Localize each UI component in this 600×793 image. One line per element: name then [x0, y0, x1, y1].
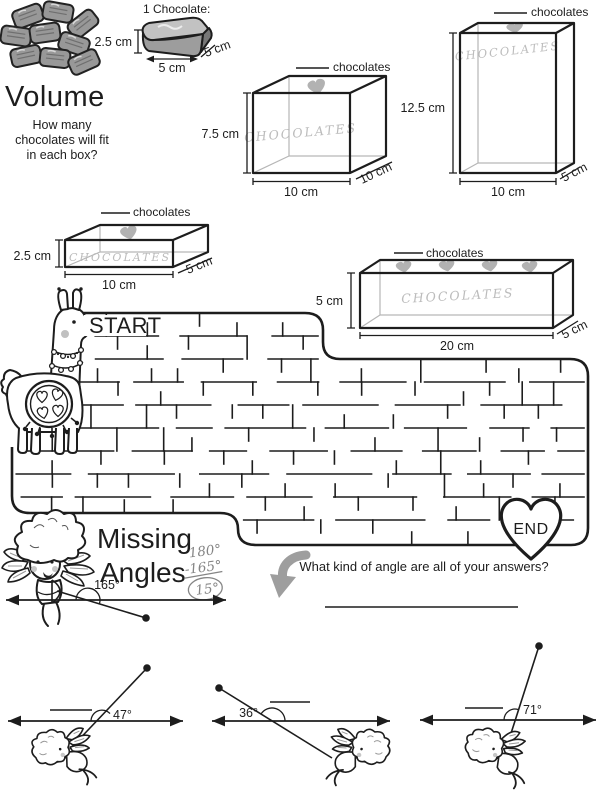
volume-question-line1: How many — [32, 118, 92, 132]
cupid-illustration — [325, 725, 393, 790]
box-brand-script: CHOCOLATES — [454, 39, 561, 64]
box-answer-word: chocolates — [333, 60, 390, 74]
maze-lines — [15, 312, 585, 546]
angles-title-line2: Angles — [100, 557, 186, 588]
angles-question: What kind of angle are all of your answe… — [299, 559, 548, 574]
box-answer-word: chocolates — [426, 246, 483, 260]
angle-problem-2: 36° — [212, 684, 393, 790]
box-figure-tall: chocolates CHOCOLATES 12.5 cm 10 cm 5 cm — [401, 5, 590, 199]
ray-endpoint — [535, 642, 543, 650]
unit-chocolate-figure: 1 Chocolate: 2.5 cm 5 cm 5 cm — [94, 2, 232, 75]
box-brand-script: CHOCOLATES — [69, 251, 171, 264]
maze-outline — [10, 311, 590, 547]
work-minuend: 180° — [188, 542, 222, 562]
cupid-illustration — [1, 509, 95, 627]
cupid-illustration — [29, 724, 98, 791]
volume-section: Volume How many chocolates will fit in e… — [0, 0, 590, 353]
box-depth-label: 5 cm — [184, 254, 214, 277]
angle-arc — [90, 709, 111, 722]
angle-arc — [260, 707, 286, 722]
chocolate-swirl — [157, 24, 183, 30]
maze-end-heart: END — [499, 497, 563, 561]
box-figure-cube: chocolates CHOCOLATES 7.5 cm 10 cm 10 cm — [201, 60, 394, 199]
down-arrow-icon — [270, 550, 311, 598]
ray-endpoint — [215, 684, 223, 692]
maze-end-label: END — [513, 521, 548, 538]
volume-question-line3: in each box? — [27, 148, 98, 162]
start-label-backdrop — [84, 315, 146, 336]
box-brand-script: CHOCOLATES — [244, 120, 358, 145]
box-width-label: 10 cm — [284, 185, 318, 199]
unit-width-label: 5 cm — [158, 61, 185, 75]
box-figure-flat: chocolates CHOCOLATES 2.5 cm 10 cm 5 cm — [13, 205, 214, 292]
box-width-label: 10 cm — [491, 185, 525, 199]
given-angle-label: 47° — [113, 708, 132, 722]
given-angle-label: 36° — [239, 706, 258, 720]
angle-problem-3: 71° — [420, 642, 596, 791]
maze-section: START END — [0, 287, 590, 561]
unit-chocolate-label: 1 Chocolate: — [143, 2, 210, 16]
unit-height-label: 2.5 cm — [94, 35, 132, 49]
volume-question-line2: chocolates will fit — [15, 133, 109, 147]
box-height-label: 2.5 cm — [13, 249, 51, 263]
box-answer-word: chocolates — [531, 5, 588, 19]
chocolate-front-face — [141, 32, 204, 58]
chocolate-pile-illustration — [0, 0, 103, 78]
angle-arc — [503, 708, 519, 721]
given-angle-label: 71° — [523, 703, 542, 717]
box-answer-word: chocolates — [133, 205, 190, 219]
worked-subtraction: 180° -165° 15° — [184, 542, 223, 601]
volume-title: Volume — [5, 81, 105, 113]
box-figure-long: chocolates CHOCOLATES 5 cm 20 cm 5 cm — [316, 246, 590, 353]
work-result: 15° — [195, 580, 221, 599]
llama-illustration — [0, 287, 96, 455]
angle-problem-1: 47° — [8, 664, 183, 791]
box-height-label: 12.5 cm — [401, 101, 445, 115]
maze-start-label: START — [89, 313, 162, 338]
angle-arc — [75, 587, 101, 604]
missing-angles-section: Missing Angles 180° -165° 15° 165° What … — [1, 509, 596, 791]
llama-cheek — [61, 330, 69, 338]
box-height-label: 5 cm — [316, 294, 343, 308]
box-depth-label: 5 cm — [559, 160, 589, 185]
angles-title-line1: Missing — [97, 523, 192, 554]
ray-endpoint — [143, 664, 151, 672]
box-height-label: 7.5 cm — [201, 127, 239, 141]
box-brand-script: CHOCOLATES — [401, 285, 515, 306]
box-depth-label: 10 cm — [357, 160, 394, 187]
example-angle-label: 165° — [94, 578, 120, 592]
box-width-label: 10 cm — [102, 278, 136, 292]
worked-example-figure: 165° — [6, 578, 226, 622]
ray-endpoint — [142, 614, 150, 622]
box-width-label: 20 cm — [440, 339, 474, 353]
cupid-illustration — [461, 725, 529, 791]
llama-eye — [72, 320, 76, 324]
